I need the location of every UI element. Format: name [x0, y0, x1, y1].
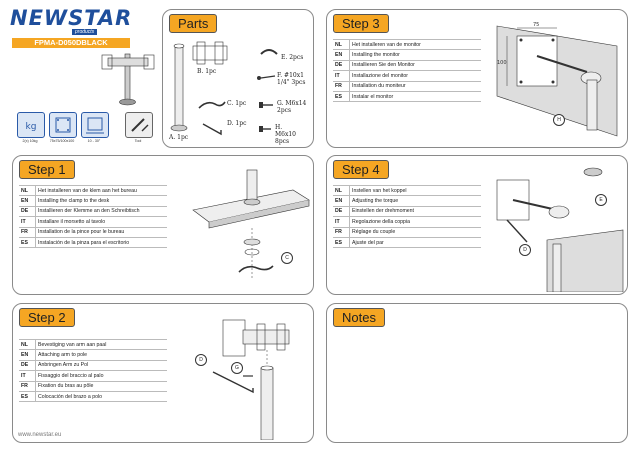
model-badge: FPMA-D050DBLACK: [12, 38, 130, 48]
vesa-icon: [49, 112, 77, 138]
notes-title: Notes: [333, 308, 385, 327]
part-label-c: C. 1pc: [227, 100, 247, 107]
step3-dimension-height: 100: [497, 60, 507, 66]
step4-callout-e: E: [595, 194, 607, 206]
svg-text:kg: kg: [26, 122, 37, 132]
step3-illustration: 75 100: [496, 22, 618, 137]
step4-callout-d: D: [519, 244, 531, 256]
part-label-a: A. 1pc: [169, 134, 189, 141]
spec-label-tool: Tool: [134, 139, 142, 143]
part-label-e: E. 2pcs: [281, 54, 304, 61]
parts-title: Parts: [169, 14, 218, 33]
step1-title: Step 1: [19, 160, 75, 179]
tilt-icon: [81, 112, 109, 138]
product-preview-illustration: [101, 53, 155, 106]
step3-dimension-width: 75: [533, 22, 539, 28]
notes-panel: Notes: [326, 303, 628, 443]
part-label-h: H. M6x10 8pcs: [275, 124, 296, 145]
part-label-d: D. 1pc: [227, 120, 247, 127]
step3-title: Step 3: [333, 14, 389, 33]
parts-panel: Parts A. 1pc B. 1pc C. 1pc D. 1pc E. 2pc…: [162, 9, 314, 148]
brand-sub: products: [72, 29, 98, 35]
step4-title: Step 4: [333, 160, 389, 179]
step2-illustration: [212, 319, 290, 440]
tool-icon: [125, 112, 153, 138]
brand-logo: NEWSTAR: [10, 6, 133, 30]
step3-callout-h: H: [553, 114, 565, 126]
step1-illustration: [192, 169, 310, 280]
parts-illustration: [170, 41, 278, 136]
part-label-f: F. #10x1 1/4" 3pcs: [277, 72, 306, 86]
spec-label-tilt: 10 - 30°: [87, 139, 101, 143]
weight-icon: kg: [17, 112, 45, 138]
spec-label-vesa: 75x75/100x100: [49, 139, 75, 143]
part-label-g: G. M6x14 2pcs: [277, 100, 307, 114]
website-link[interactable]: www.newstar.eu: [18, 432, 62, 438]
step2-callout-g: G: [231, 362, 243, 374]
step4-illustration: [496, 167, 624, 292]
part-label-b: B. 1pc: [197, 68, 217, 75]
step2-title: Step 2: [19, 308, 75, 327]
step2-callout-d: D: [195, 354, 207, 366]
spec-label-weight: 2(x) 10kg: [22, 139, 38, 143]
step1-callout-c: C: [281, 252, 293, 264]
